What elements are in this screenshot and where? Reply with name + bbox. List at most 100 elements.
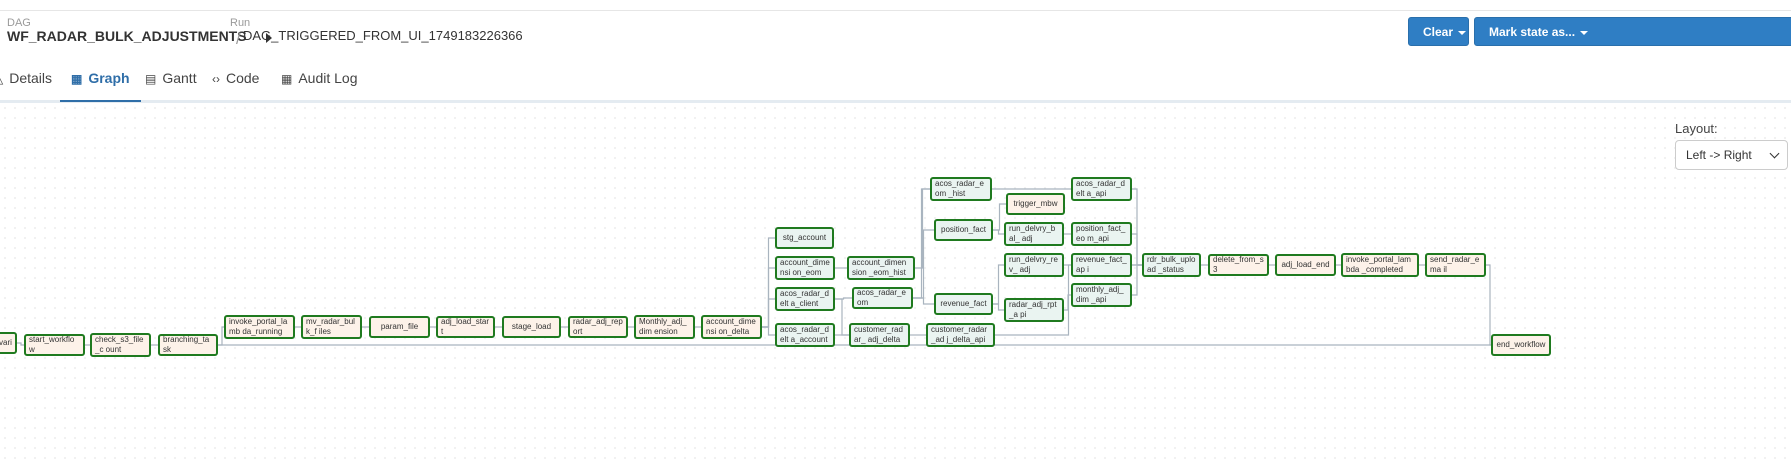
task-node-monthly-adj-dimension[interactable]: Monthly_adj_dim ension xyxy=(634,315,695,339)
task-node-label: start_workflow xyxy=(29,335,75,354)
graph-edge xyxy=(17,342,24,346)
task-node-label: check_s3_file_c ount xyxy=(95,335,144,354)
task-node-label: account_dimension _eom_hist xyxy=(852,258,907,277)
task-node-label: acos_radar_delt a_client xyxy=(780,289,829,308)
task-node-start-workflow[interactable]: start_workflow xyxy=(24,334,85,356)
run-icon xyxy=(266,33,272,43)
task-node-label: adj_load_start xyxy=(441,317,490,336)
task-node-label: run_delvry_rev_ adj xyxy=(1009,255,1058,274)
clear-button[interactable]: Clear xyxy=(1408,17,1469,46)
task-node-customer-radar-adj-delta-api[interactable]: customer_radar_ad j_delta_api xyxy=(926,323,995,347)
tab-gantt[interactable]: ▤ Gantt xyxy=(145,56,197,100)
task-node-acos-radar-eom[interactable]: acos_radar_eom xyxy=(852,287,913,309)
task-node-label: account_dimensi on_eom xyxy=(780,258,830,277)
task-node-radar-adj-report[interactable]: radar_adj_report xyxy=(568,316,628,338)
audit-log-icon: ▦ xyxy=(281,72,293,86)
task-node-stg-account[interactable]: stg_account xyxy=(775,227,834,249)
task-node-label: monthly_adj_dim _api xyxy=(1076,285,1124,304)
tab-details[interactable]: △ Details xyxy=(0,56,52,100)
task-node-account-dimension-delta[interactable]: account_dimensi on_delta xyxy=(701,315,762,339)
mark-state-button[interactable]: Mark state as... xyxy=(1474,17,1791,46)
task-node-monthly-adj-dim-api[interactable]: monthly_adj_dim _api xyxy=(1071,283,1132,307)
task-node-check-s3-file-count[interactable]: check_s3_file_c ount xyxy=(90,333,151,357)
graph-edge xyxy=(1064,294,1071,311)
graph-edge xyxy=(913,297,934,305)
task-node-label: acos_radar_eom _hist xyxy=(935,179,984,198)
run-id[interactable]: DAG_TRIGGERED_FROM_UI_1749183226366 xyxy=(243,28,523,43)
graph-canvas[interactable] xyxy=(0,103,1791,462)
task-node-position-fact[interactable]: position_fact xyxy=(934,219,993,241)
task-node-label: run_delvry_bal_ adj xyxy=(1009,224,1056,243)
task-node-rdr-bulk-upload-status[interactable]: rdr_bulk_upload _status xyxy=(1142,253,1201,277)
graph-edge xyxy=(762,326,775,336)
task-node-customer-radar-adj-delta[interactable]: customer_radar_ adj_delta xyxy=(849,323,910,347)
task-node-run-delvry-bal-adj[interactable]: run_delvry_bal_ adj xyxy=(1004,222,1064,246)
graph-edge xyxy=(1132,233,1142,266)
graph-edge xyxy=(1486,264,1491,346)
task-node-label: branching_task xyxy=(163,335,210,354)
graph-edge xyxy=(993,264,1004,305)
task-node-mv-radar-bulk-files[interactable]: mv_radar_bulk_f iles xyxy=(301,315,362,339)
task-node-invoke-portal-lambda-completed[interactable]: invoke_portal_lambda _completed xyxy=(1341,253,1419,277)
details-icon: △ xyxy=(0,57,3,101)
task-node-label: invoke_portal_lamb da_running xyxy=(229,317,288,336)
layout-select[interactable]: Left -> Right xyxy=(1675,140,1788,170)
task-node-label: trigger_mbw xyxy=(1013,199,1058,208)
task-node-label: stg_account xyxy=(782,233,827,242)
task-node-label: position_fact xyxy=(941,225,986,234)
task-node-set-vari[interactable]: vari xyxy=(0,332,17,354)
graph-edge xyxy=(835,298,849,336)
task-node-adj-load-start[interactable]: adj_load_start xyxy=(436,316,495,338)
task-node-delete-from-s3[interactable]: delete_from_s3 xyxy=(1208,254,1269,276)
task-node-acos-radar-delta-api[interactable]: acos_radar_delt a_api xyxy=(1071,177,1132,201)
task-node-revenue-fact-api[interactable]: revenue_fact_ap i xyxy=(1071,253,1132,277)
task-node-stage-load[interactable]: stage_load xyxy=(502,316,561,338)
task-node-acos-radar-delta-account[interactable]: acos_radar_delt a_account xyxy=(775,323,835,347)
task-node-label: revenue_fact_ap i xyxy=(1076,255,1127,274)
task-node-label: revenue_fact xyxy=(940,299,987,308)
tab-graph[interactable]: ▦Graph xyxy=(60,56,141,102)
caret-down-icon xyxy=(1458,30,1467,35)
task-node-param-file[interactable]: param_file xyxy=(369,316,430,338)
task-node-label: radar_adj_rpt_a pi xyxy=(1009,300,1057,319)
task-node-adj-load-end[interactable]: adj_load_end xyxy=(1275,254,1336,276)
task-node-label: acos_radar_delt a_api xyxy=(1076,179,1125,198)
dag-name[interactable]: WF_RADAR_BULK_ADJUSTMENTS xyxy=(7,28,247,44)
dag-run-header: DAG WF_RADAR_BULK_ADJUSTMENTS / Run DAG_… xyxy=(0,11,1791,55)
graph-edge xyxy=(762,298,775,328)
dag-label: DAG xyxy=(7,17,31,29)
layout-label: Layout: xyxy=(1675,121,1718,136)
task-node-label: position_fact_eo m_api xyxy=(1076,224,1126,243)
task-node-invoke-portal-lambda-running[interactable]: invoke_portal_lamb da_running xyxy=(224,315,295,339)
task-node-revenue-fact[interactable]: revenue_fact xyxy=(934,293,993,315)
task-node-end-workflow[interactable]: end_workflow xyxy=(1491,334,1551,356)
code-icon: ‹› xyxy=(212,72,220,86)
task-node-account-dimension-eom-hist[interactable]: account_dimension _eom_hist xyxy=(847,256,915,280)
task-node-label: invoke_portal_lambda _completed xyxy=(1346,255,1411,274)
gantt-icon: ▤ xyxy=(145,72,157,86)
task-node-branching-task[interactable]: branching_task xyxy=(158,334,218,356)
task-node-acos-radar-delta-client[interactable]: acos_radar_delt a_client xyxy=(775,287,835,311)
tab-details-label: Details xyxy=(9,70,53,86)
task-node-trigger-mbw[interactable]: trigger_mbw xyxy=(1006,193,1065,215)
mark-state-button-label: Mark state as... xyxy=(1489,25,1576,39)
task-node-position-fact-eom-api[interactable]: position_fact_eo m_api xyxy=(1071,222,1132,246)
tab-audit-log[interactable]: ▦Audit Log xyxy=(281,56,358,100)
task-node-account-dimension-eom[interactable]: account_dimensi on_eom xyxy=(775,256,835,280)
task-node-label: stage_load xyxy=(511,322,552,331)
task-node-label: mv_radar_bulk_f iles xyxy=(306,317,355,336)
task-node-label: account_dimensi on_delta xyxy=(706,317,756,336)
task-node-label: customer_radar_ adj_delta xyxy=(854,325,903,344)
task-node-run-delvry-rev-adj[interactable]: run_delvry_rev_ adj xyxy=(1004,253,1064,277)
task-node-label: adj_load_end xyxy=(1281,260,1330,269)
task-node-radar-adj-rpt-api[interactable]: radar_adj_rpt_a pi xyxy=(1004,298,1064,322)
task-node-label: radar_adj_report xyxy=(573,317,623,336)
task-node-acos-radar-eom-hist[interactable]: acos_radar_eom _hist xyxy=(930,177,992,201)
task-node-send-radar-email[interactable]: send_radar_ema il xyxy=(1425,253,1486,277)
task-node-label: delete_from_s3 xyxy=(1213,255,1264,274)
tab-gantt-label: Gantt xyxy=(162,70,197,86)
task-node-label: rdr_bulk_upload _status xyxy=(1147,255,1196,274)
task-node-label: customer_radar_ad j_delta_api xyxy=(931,325,988,344)
task-node-label: param_file xyxy=(380,322,419,331)
tab-code[interactable]: ‹›Code xyxy=(212,56,259,100)
